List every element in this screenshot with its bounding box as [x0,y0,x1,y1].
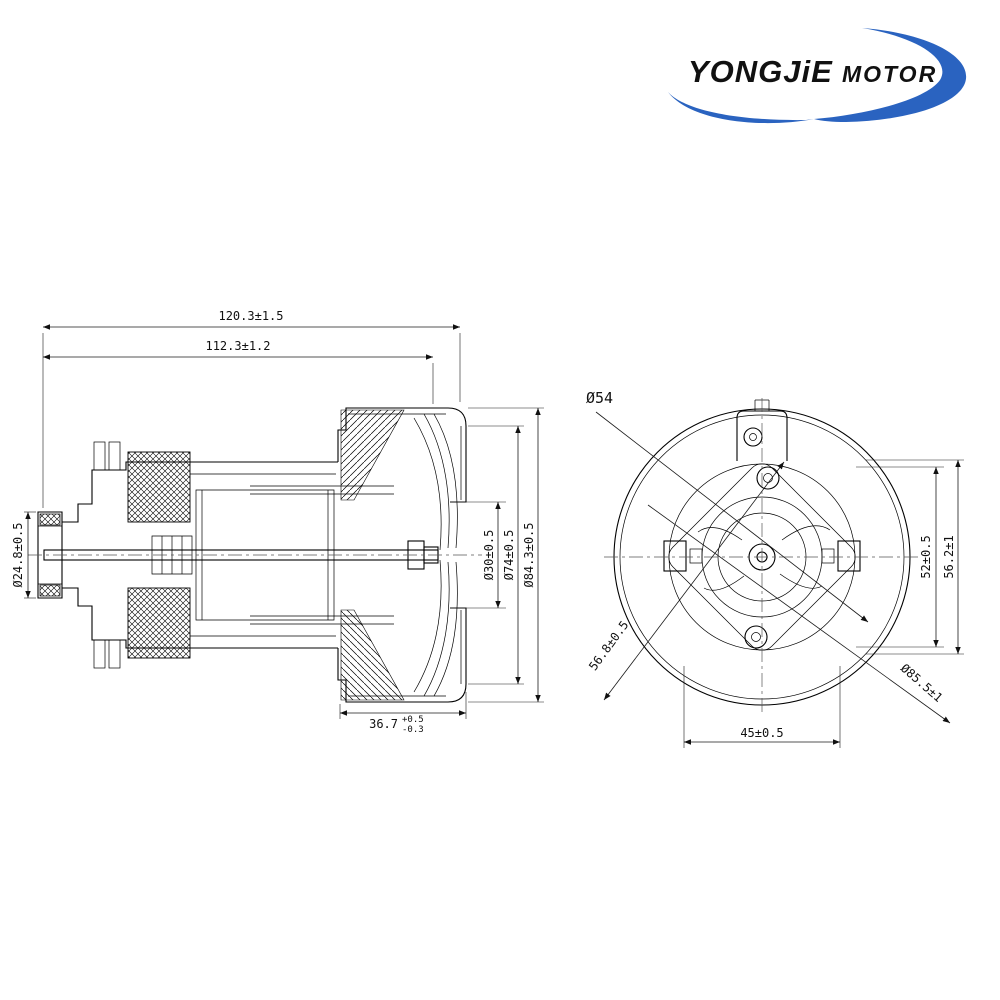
brush-holder-right [837,540,861,572]
dim-base-width: 45±0.5 [740,726,783,740]
end-view [595,398,951,724]
end-view-dimensions: Ø54 52±0.5 56.2±1 56.8±0.5 Ø85.5±1 45±0.… [586,389,964,748]
leader-outer-dia [647,504,951,724]
dim-fan-depth-minus: -0.3 [402,725,424,735]
dim-width-outer: 56.2±1 [942,535,956,578]
dim-pitch-dia: Ø54 [586,389,613,407]
side-view-top-half [37,407,467,555]
dim-housing-dia: Ø84.3±0.5 [522,522,536,587]
leader-pitch-dia [595,411,869,623]
logo-swoosh-tail [668,92,814,124]
dim-outer-dia: Ø85.5±1 [898,661,945,705]
screw-hole-bottom [744,625,768,649]
screw-hole-top [743,427,763,447]
logo-suffix-text: MOTOR [842,61,937,87]
side-view [28,407,482,703]
dim-overall-length: 120.3±1.5 [218,309,283,323]
dim-stack-length: 112.3±1.2 [205,339,270,353]
dim-bearing-dia: Ø24.8±0.5 [11,522,25,587]
logo-brand-text: YONGJiE [688,54,833,89]
dim-fan-depth: 36.7 [369,717,398,731]
dim-fan-dia: Ø74±0.5 [502,530,516,581]
leader-diagonal [603,461,785,701]
dim-fan-depth-plus: +0.5 [402,715,424,725]
logo-swoosh-right [814,28,967,122]
side-view-dimensions: 120.3±1.5 112.3±1.2 Ø24.8±0.5 Ø30±0.5 Ø7… [11,309,544,735]
dim-inlet-dia: Ø30±0.5 [482,530,496,581]
dim-diagonal: 56.8±0.5 [586,618,631,673]
brand-logo: YONGJiE MOTOR [668,28,967,124]
dim-width-inner: 52±0.5 [919,535,933,578]
